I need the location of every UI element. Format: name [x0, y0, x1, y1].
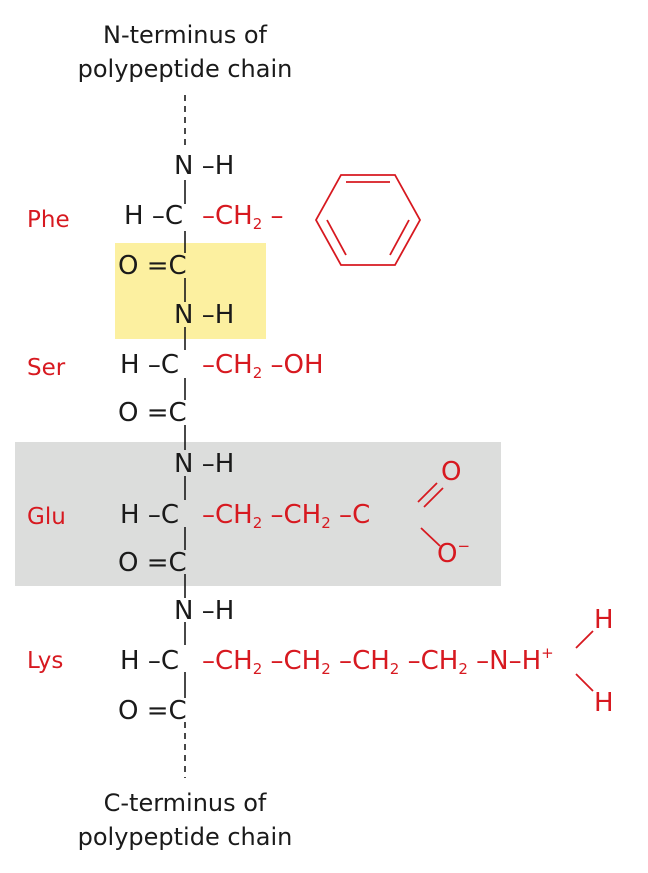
- residue-label-phe: Phe: [27, 207, 70, 233]
- residue-label-lys: Lys: [27, 648, 64, 674]
- n-terminus-line1: N-terminus of: [103, 21, 267, 49]
- residue-label-ser: Ser: [27, 355, 66, 381]
- carboxylate-o-minus: O−: [437, 537, 471, 569]
- c-terminus-caption: C-terminus of polypeptide chain: [30, 786, 340, 854]
- n-terminus-line2: polypeptide chain: [77, 55, 293, 83]
- alpha-carbon-h-c: H –C: [120, 500, 179, 530]
- amide-n-h: N –H: [174, 151, 235, 181]
- c-terminus-line2: polypeptide chain: [77, 823, 293, 851]
- alpha-carbon-h-c: H –C: [120, 350, 179, 380]
- glu-side-chain: –CH2 –CH2 –C: [202, 500, 371, 532]
- ammonium-h-bottom: H: [594, 688, 614, 718]
- phe-side-chain-ch2: –CH2 –: [202, 201, 284, 233]
- ammonium-h-top: H: [594, 605, 614, 635]
- carboxylate-o-double: O: [441, 457, 462, 487]
- carbonyl-o-c: O =C: [118, 548, 187, 578]
- lys-side-chain: –CH2 –CH2 –CH2 –CH2 –N–H+: [202, 644, 554, 678]
- amide-n-h: N –H: [174, 300, 235, 330]
- peptide-bond-highlight: [115, 243, 266, 339]
- amide-n-h: N –H: [174, 596, 235, 626]
- c-terminus-line1: C-terminus of: [103, 789, 267, 817]
- ammonium-bonds: [575, 630, 594, 692]
- n-terminus-caption: N-terminus of polypeptide chain: [30, 18, 340, 86]
- carbonyl-o-c: O =C: [118, 696, 187, 726]
- phenyl-ring: [314, 174, 422, 266]
- carbonyl-o-c: O =C: [118, 398, 187, 428]
- residue-label-glu: Glu: [27, 504, 66, 530]
- glu-residue-highlight: [15, 442, 501, 586]
- carboxylate-bonds: [417, 482, 444, 547]
- ser-side-chain: –CH2 –OH: [202, 350, 324, 382]
- carbonyl-o-c: O =C: [118, 251, 187, 281]
- amide-n-h: N –H: [174, 449, 235, 479]
- alpha-carbon-h-c: H –C: [124, 201, 183, 231]
- alpha-carbon-h-c: H –C: [120, 646, 179, 676]
